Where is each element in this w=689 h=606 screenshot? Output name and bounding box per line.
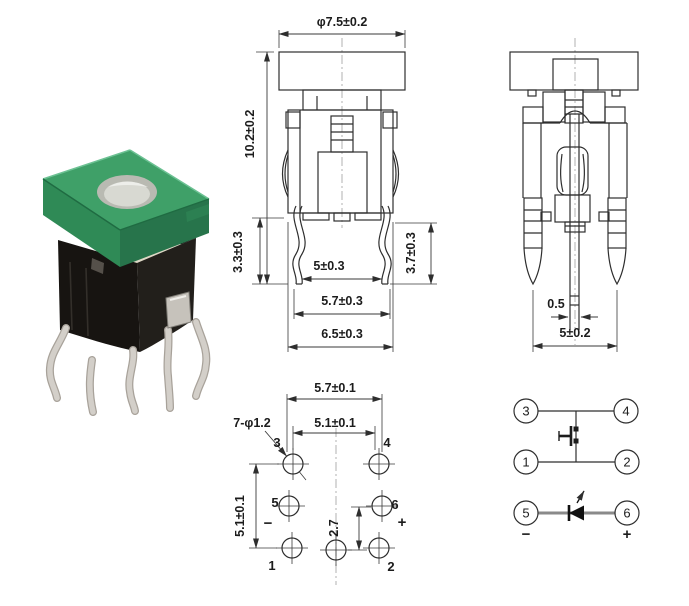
pin-back-right	[193, 319, 210, 399]
led-symbol	[567, 490, 585, 521]
led-window-highlight	[108, 181, 148, 187]
terminal-6	[614, 500, 640, 526]
front-view-outline	[278, 51, 406, 285]
side-view-outline	[509, 51, 639, 330]
side-view-dimensions: 0.5 5±0.2	[532, 290, 618, 352]
pcb-label-5: 5	[271, 495, 278, 510]
terminal-3	[513, 398, 539, 424]
pcb-label-4: 4	[383, 435, 391, 450]
keycap-corner-step	[186, 204, 209, 222]
keycap-bevel-shadow	[42, 178, 210, 231]
side-pin-left	[523, 197, 543, 249]
schematic-label-5: 5	[522, 506, 529, 521]
pcb-layout-drawing: 5.7±0.1 5.1±0.1 7-φ1.2 5.1±0.1 2.7 3 4 5…	[233, 381, 407, 585]
schematic-label-2: 2	[623, 455, 630, 470]
terminal-5	[513, 500, 539, 526]
schematic-label-1: 1	[522, 455, 529, 470]
hole-diameter-note: 7-φ1.2	[233, 416, 270, 430]
dim-pcb-inner-span: 5.1±0.1	[314, 416, 356, 430]
pcb-label-3: 3	[273, 435, 280, 450]
schematic-label-4: 4	[622, 404, 629, 419]
dim-pcb-vert-span: 5.1±0.1	[233, 495, 247, 537]
hole-3	[282, 453, 304, 475]
dim-pin-spacing: 5±0.2	[559, 326, 590, 340]
hole-2	[368, 537, 390, 559]
front-view-drawing: φ7.5±0.2 10.2±0.2 3.3±0.3 5±0.3 3.7±0.3 …	[231, 15, 437, 352]
pcb-dimensions: 5.7±0.1 5.1±0.1 7-φ1.2 5.1±0.1 2.7	[233, 381, 383, 551]
dim-pcb-outer-span: 5.7±0.1	[314, 381, 356, 395]
side-view-drawing: 0.5 5±0.2	[509, 38, 639, 352]
pcb-label-2: 2	[387, 559, 394, 574]
led-window	[104, 181, 150, 207]
body-highlight-lines	[69, 261, 89, 337]
pcb-pin-labels: 3 4 5 6 1 2 − +	[264, 435, 407, 574]
switch-symbol	[558, 426, 579, 446]
switch-body-left-face	[58, 240, 140, 352]
keycap-left-face	[43, 179, 120, 267]
hole-1	[281, 537, 303, 559]
dim-leg-outer-span: 5.7±0.3	[321, 294, 363, 308]
hole-4	[368, 453, 390, 475]
dim-base-height: 3.3±0.3	[231, 231, 245, 273]
dim-leg-inner-span: 5±0.3	[313, 259, 344, 273]
pcb-label-6: 6	[391, 497, 398, 512]
front-view-dimensions: φ7.5±0.2 10.2±0.2 3.3±0.3 5±0.3 3.7±0.3 …	[231, 15, 437, 352]
front-leg-right-outer	[384, 205, 392, 285]
product-photo	[42, 149, 211, 416]
pin-center	[126, 347, 138, 414]
switch-pins	[45, 318, 211, 416]
pin-right	[164, 327, 173, 411]
pin-front-left	[87, 357, 96, 415]
dim-lead-thickness: 0.5	[547, 297, 564, 311]
schematic-terminals: 3 4 1 2 5 6 − +	[513, 398, 640, 543]
keycap-bevel-highlight	[42, 149, 210, 200]
front-leg-left-inner	[298, 205, 306, 285]
hole-center	[325, 539, 347, 561]
terminal-2	[614, 449, 640, 475]
schematic-label-6: 6	[623, 506, 630, 521]
pin-back-left	[47, 325, 69, 401]
dim-leg-height: 3.7±0.3	[404, 232, 418, 274]
pcb-plus-sign: +	[398, 514, 407, 531]
front-body	[287, 109, 394, 214]
dim-total-height: 10.2±0.2	[243, 110, 257, 159]
side-cap	[509, 51, 639, 91]
schematic-wires	[538, 410, 615, 463]
hole-cross-ticks	[273, 448, 398, 566]
pcb-holes	[273, 448, 398, 566]
dim-body-width: 6.5±0.3	[321, 327, 363, 341]
dim-center-offset: 2.7	[327, 519, 341, 536]
terminal-4	[613, 398, 639, 424]
pcb-minus-sign: −	[264, 515, 273, 532]
pcb-label-1: 1	[268, 558, 275, 573]
schematic-label-3: 3	[522, 404, 529, 419]
hole-6	[371, 495, 393, 517]
side-pin-right	[607, 197, 627, 249]
metal-tab-highlight	[169, 295, 187, 301]
schematic-plus-sign: +	[623, 526, 632, 543]
dim-cap-diameter: φ7.5±0.2	[317, 15, 368, 29]
hole-5	[278, 495, 300, 517]
body-side-notch	[91, 258, 104, 274]
front-leg-right-inner	[378, 205, 386, 285]
metal-tab	[165, 291, 192, 329]
schematic-minus-sign: −	[522, 526, 531, 543]
front-leg-left-outer	[292, 205, 300, 285]
schematic-drawing: 3 4 1 2 5 6 − +	[513, 398, 640, 543]
terminal-1	[513, 449, 539, 475]
